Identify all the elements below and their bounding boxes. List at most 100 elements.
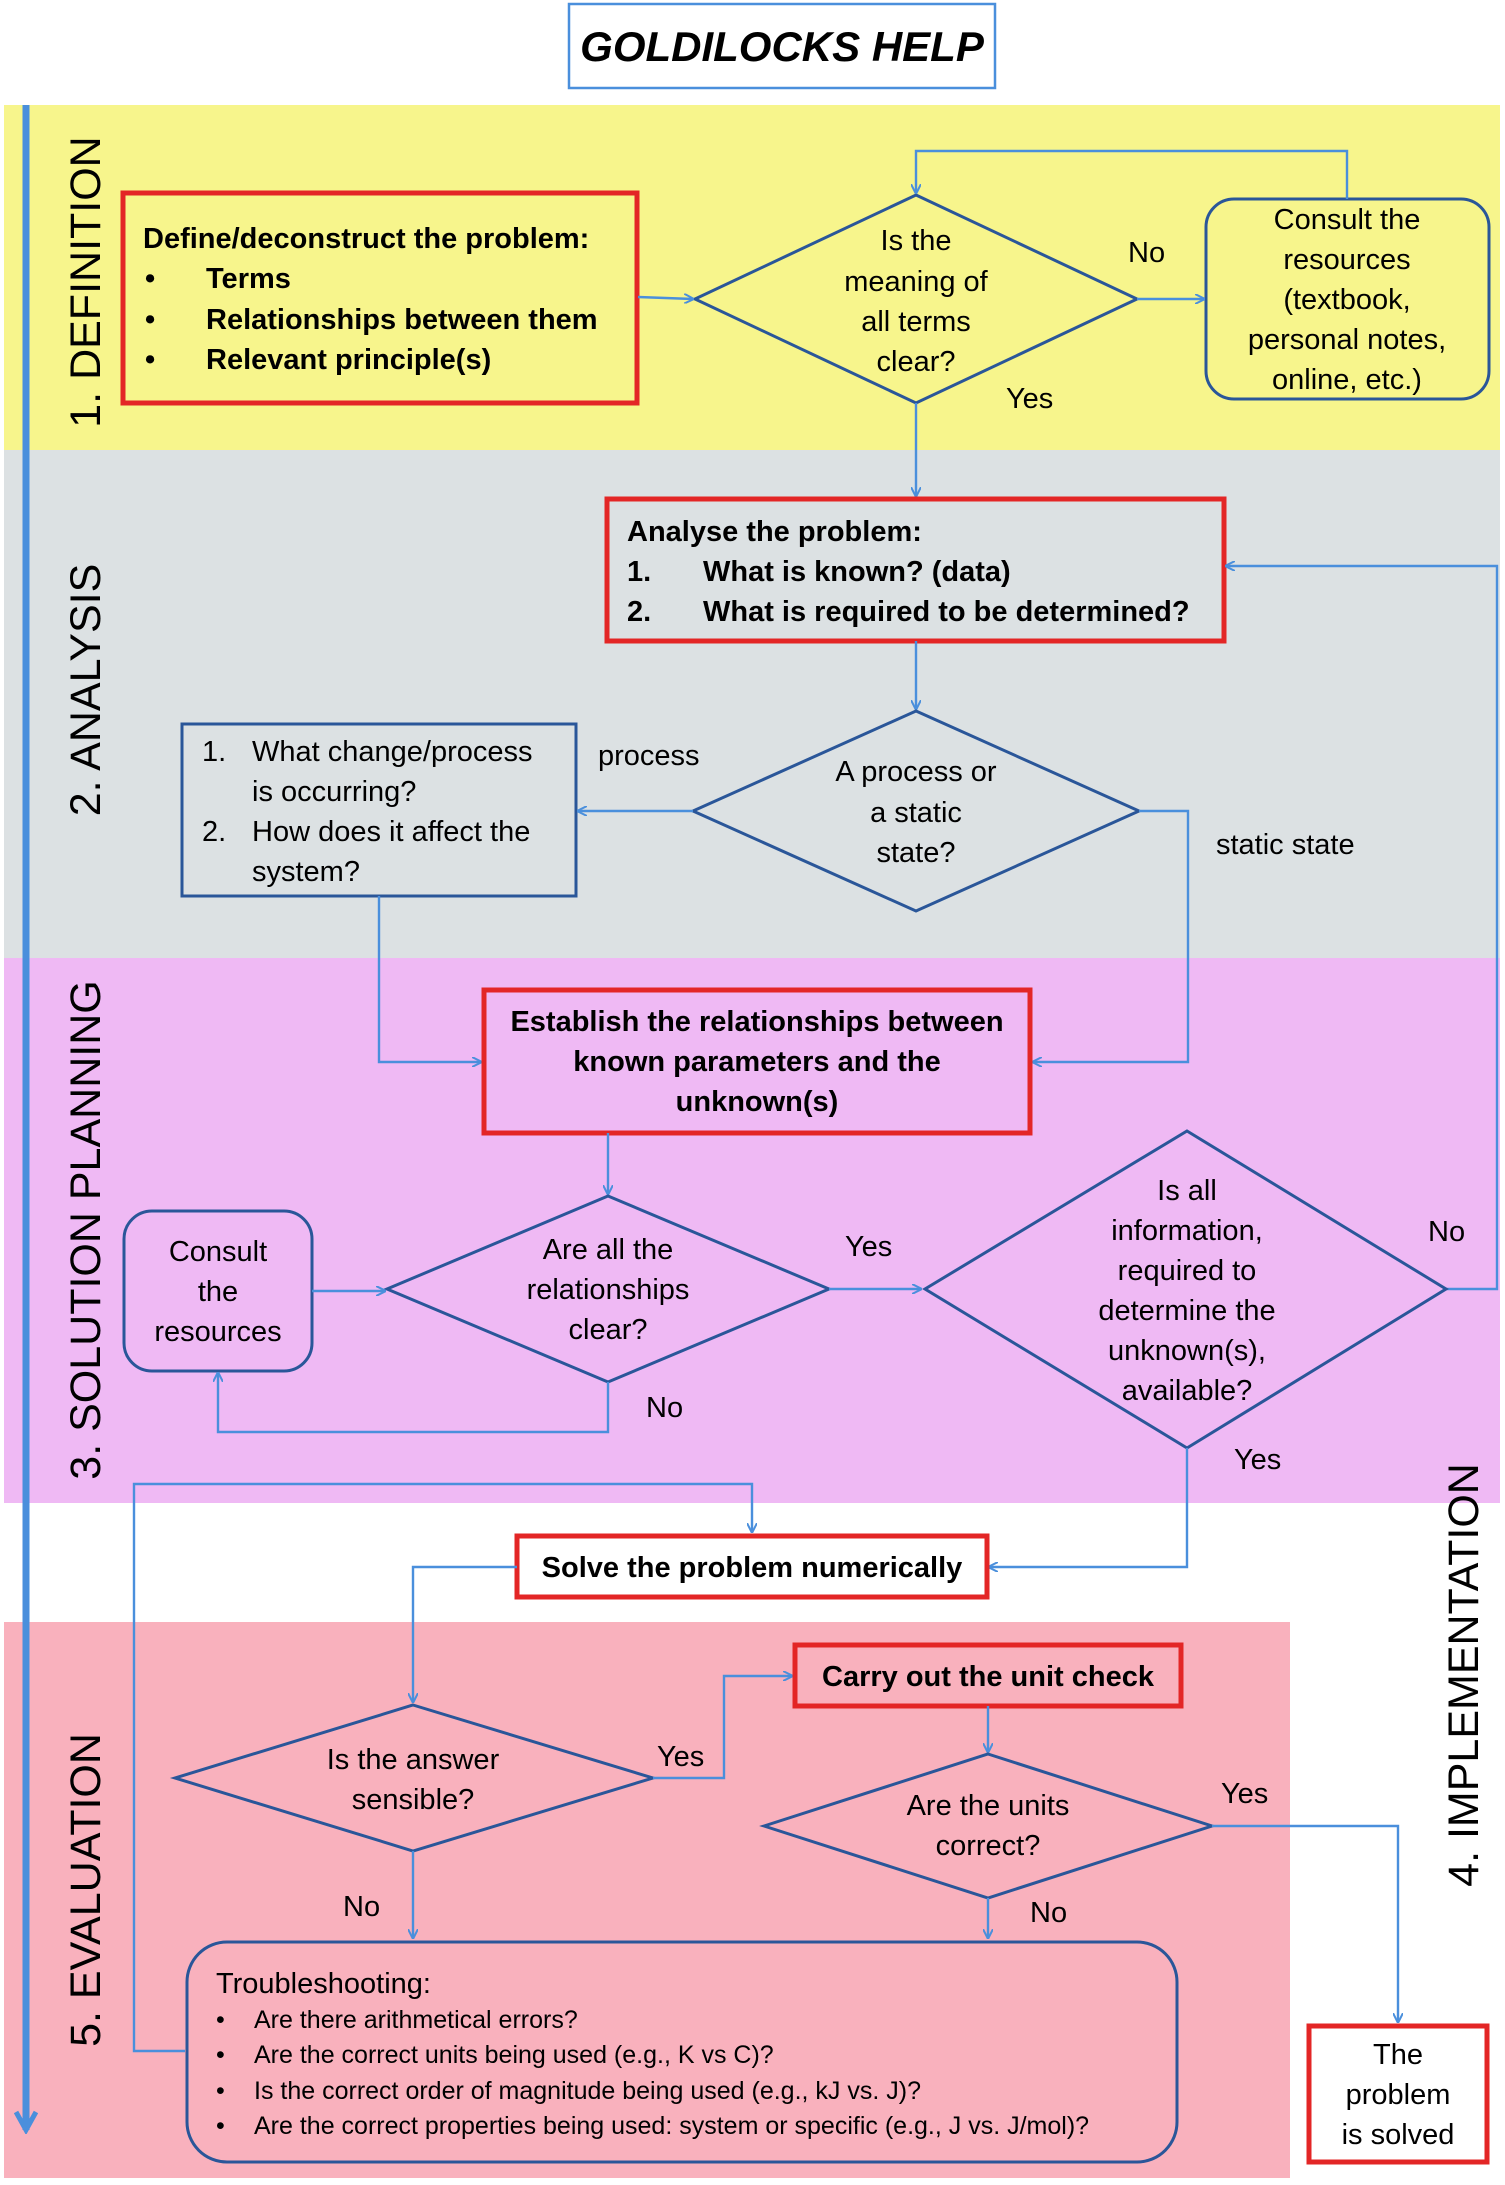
sensible-decision-line-2: sensible? (352, 1784, 475, 1816)
troubleshooting-item-1: Are there arithmetical errors? (254, 2006, 578, 2034)
info-decision-line-1: Is all (1157, 1175, 1217, 1207)
label-yes-sensible: Yes (657, 1741, 704, 1773)
arrow-info-no-to-analyse (1226, 566, 1499, 1291)
define-bullet-1: Terms (206, 263, 291, 295)
label-no-sensible: No (343, 1891, 380, 1923)
title-box (567, 2, 997, 90)
change-item-2-num: 2. (202, 816, 226, 848)
arrow-relationships-no-to-consult2 (218, 1373, 610, 1434)
relationships-decision-line-2: relationships (527, 1274, 690, 1306)
consult1-line-5: online, etc.) (1272, 364, 1422, 396)
establish-box (481, 987, 1033, 1136)
label-no-relationships: No (646, 1392, 683, 1424)
troubleshooting-bullet-3: • (216, 2077, 225, 2105)
label-yes-meaning: Yes (1006, 383, 1053, 415)
define-heading: Define/deconstruct the problem: (143, 223, 589, 255)
define-box (120, 190, 640, 406)
meaning-decision-line-2: meaning of (844, 266, 988, 298)
process-decision (689, 709, 1143, 913)
arrow-static-to-establish (1033, 809, 1190, 1062)
analysis-band (4, 450, 1500, 958)
label-process: process (598, 740, 700, 772)
band-label-definition: 1. DEFINITION (62, 136, 110, 427)
consult1-line-3: (textbook, (1283, 284, 1410, 316)
consult2-line-2: the (198, 1276, 238, 1308)
units-decision-line-2: correct? (936, 1830, 1041, 1862)
troubleshooting-item-2: Are the correct units being used (e.g., … (254, 2041, 774, 2069)
title: GOLDILOCKS HELP (580, 23, 985, 70)
label-yes-units: Yes (1221, 1778, 1268, 1810)
define-bullet-1-dot: • (145, 263, 155, 295)
define-bullet-2-dot: • (145, 304, 155, 336)
arrow-change-to-establish (377, 896, 481, 1062)
troubleshooting-heading: Troubleshooting: (216, 1968, 431, 2000)
consult1-line-2: resources (1283, 244, 1410, 276)
solve-label: Solve the problem numerically (542, 1552, 963, 1584)
change-item-1-line-2: is occurring? (252, 776, 416, 808)
meaning-decision-line-1: Is the (881, 225, 952, 257)
label-no-units: No (1030, 1897, 1067, 1929)
meaning-decision-line-3: all terms (861, 306, 971, 338)
arrow-info-yes-to-solve (989, 1448, 1189, 1567)
definition-band (4, 105, 1500, 450)
consult2-line-3: resources (154, 1316, 281, 1348)
change-item-1-num: 1. (202, 736, 226, 768)
change-item-1-line-1: What change/process (252, 736, 532, 768)
band-label-analysis: 2. ANALYSIS (62, 564, 110, 817)
troubleshooting-bullet-4: • (216, 2112, 225, 2140)
info-decision-line-3: required to (1118, 1255, 1257, 1287)
consult1-line-4: personal notes, (1248, 324, 1446, 356)
info-decision-line-2: information, (1111, 1215, 1263, 1247)
establish-line-2: known parameters and the (573, 1046, 940, 1078)
evaluation-band (4, 1622, 1290, 2178)
relationships-decision-line-3: clear? (569, 1314, 648, 1346)
sensible-decision-line-1: Is the answer (327, 1744, 500, 1776)
band-label-solution: 3. SOLUTION PLANNING (62, 980, 110, 1479)
troubleshooting-bullet-2: • (216, 2041, 225, 2069)
define-bullet-2: Relationships between them (206, 304, 598, 336)
analyse-item-2-text: What is required to be determined? (703, 596, 1190, 628)
meaning-decision-line-4: clear? (877, 346, 956, 378)
analyse-heading: Analyse the problem: (627, 516, 922, 548)
info-decision-line-6: available? (1122, 1375, 1253, 1407)
process-decision-line-2: a static (870, 797, 962, 829)
analyse-item-1-text: What is known? (data) (703, 556, 1011, 588)
process-decision-line-1: A process or (835, 756, 997, 788)
consult2-line-1: Consult (169, 1236, 267, 1268)
troubleshooting-box (185, 1940, 1179, 2164)
consult1-line-1: Consult the (1274, 204, 1421, 236)
units-decision-line-1: Are the units (907, 1790, 1070, 1822)
change-item-2-line-1: How does it affect the (252, 816, 530, 848)
process-decision-line-3: state? (877, 837, 956, 869)
solved-line-1: The (1373, 2039, 1423, 2071)
solution-band (4, 958, 1500, 1503)
arrow-define-to-meaning (637, 297, 693, 299)
band-label-implementation: 4. IMPLEMENTATION (1440, 1463, 1488, 1887)
define-bullet-3: Relevant principle(s) (206, 344, 491, 376)
troubleshooting-item-3: Is the correct order of magnitude being … (254, 2077, 921, 2105)
unit-check-label: Carry out the unit check (822, 1661, 1155, 1693)
label-yes-info: Yes (1234, 1444, 1281, 1476)
change-item-2-line-2: system? (252, 856, 360, 888)
troubleshooting-item-4: Are the correct properties being used: s… (254, 2112, 1089, 2140)
analyse-item-1-num: 1. (627, 556, 651, 588)
establish-line-1: Establish the relationships between (510, 1006, 1003, 1038)
arrow-troubleshoot-back-to-solve (132, 1482, 752, 2053)
analyse-item-2-num: 2. (627, 596, 651, 628)
troubleshooting-bullet-1: • (216, 2006, 225, 2034)
solved-line-3: is solved (1342, 2119, 1455, 2151)
label-yes-relationships: Yes (845, 1231, 892, 1263)
establish-line-3: unknown(s) (676, 1086, 839, 1118)
solved-box (1306, 2023, 1490, 2165)
relationships-decision-line-1: Are all the (543, 1234, 674, 1266)
label-no-meaning: No (1128, 237, 1165, 269)
info-decision-line-5: unknown(s), (1108, 1335, 1266, 1367)
arrow-sensible-yes-to-unit-check (653, 1676, 792, 1780)
label-no-info: No (1428, 1216, 1465, 1248)
arrow-units-yes-to-solved (1212, 1824, 1398, 2022)
arrow-consult-back-to-meaning (916, 149, 1349, 199)
band-label-evaluation: 5. EVALUATION (62, 1733, 110, 2047)
label-static-state: static state (1216, 829, 1355, 861)
